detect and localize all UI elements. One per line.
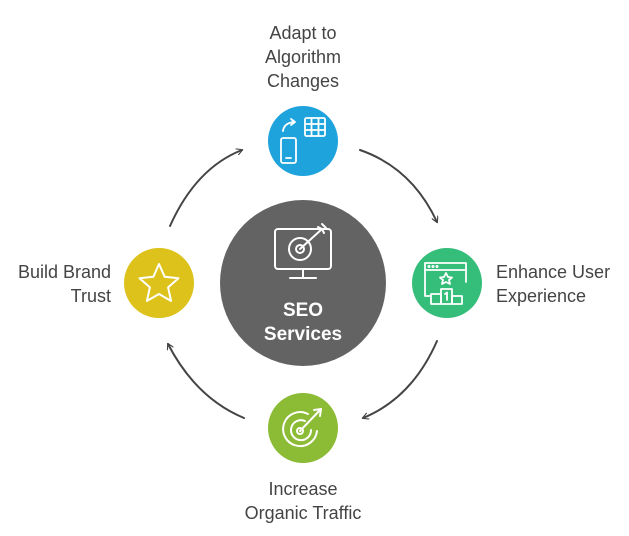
arrow-top-to-right — [359, 149, 437, 222]
target-arrow-icon — [282, 408, 322, 447]
arrow-right-to-bottom — [363, 340, 438, 418]
node-bottom-label: Increase Organic Traffic — [213, 477, 393, 525]
arrow-bottom-to-left — [168, 344, 245, 419]
node-right-label-line1: Enhance User — [496, 262, 611, 282]
monitor-target-icon — [274, 223, 332, 279]
node-top-label-line1: Adapt to — [269, 23, 337, 43]
center-label-line2: Services — [263, 324, 343, 345]
star-icon — [138, 263, 180, 302]
center-label: SEO Services — [243, 299, 363, 347]
node-right-label-line2: Experience — [496, 286, 587, 306]
node-left-label-line1: Build Brand — [17, 262, 111, 282]
node-bottom-label-line1: Increase — [268, 479, 338, 499]
node-top-label-line3: Changes — [266, 71, 340, 91]
node-right-label: Enhance User Experience — [496, 260, 626, 308]
node-bottom-label-line2: Organic Traffic — [244, 503, 362, 523]
arrow-left-to-top — [169, 150, 242, 227]
website-podium-icon — [424, 262, 467, 305]
node-top-circle — [268, 106, 338, 176]
node-top-label-line2: Algorithm — [264, 47, 342, 67]
node-left-label: Build Brand Trust — [0, 260, 111, 308]
center-circle — [220, 200, 386, 366]
node-left-circle — [124, 248, 194, 318]
node-left-label-line2: Trust — [70, 286, 111, 306]
devices-sync-icon — [280, 117, 326, 164]
node-top-label: Adapt to Algorithm Changes — [223, 21, 383, 93]
center-label-line1: SEO — [282, 300, 324, 321]
